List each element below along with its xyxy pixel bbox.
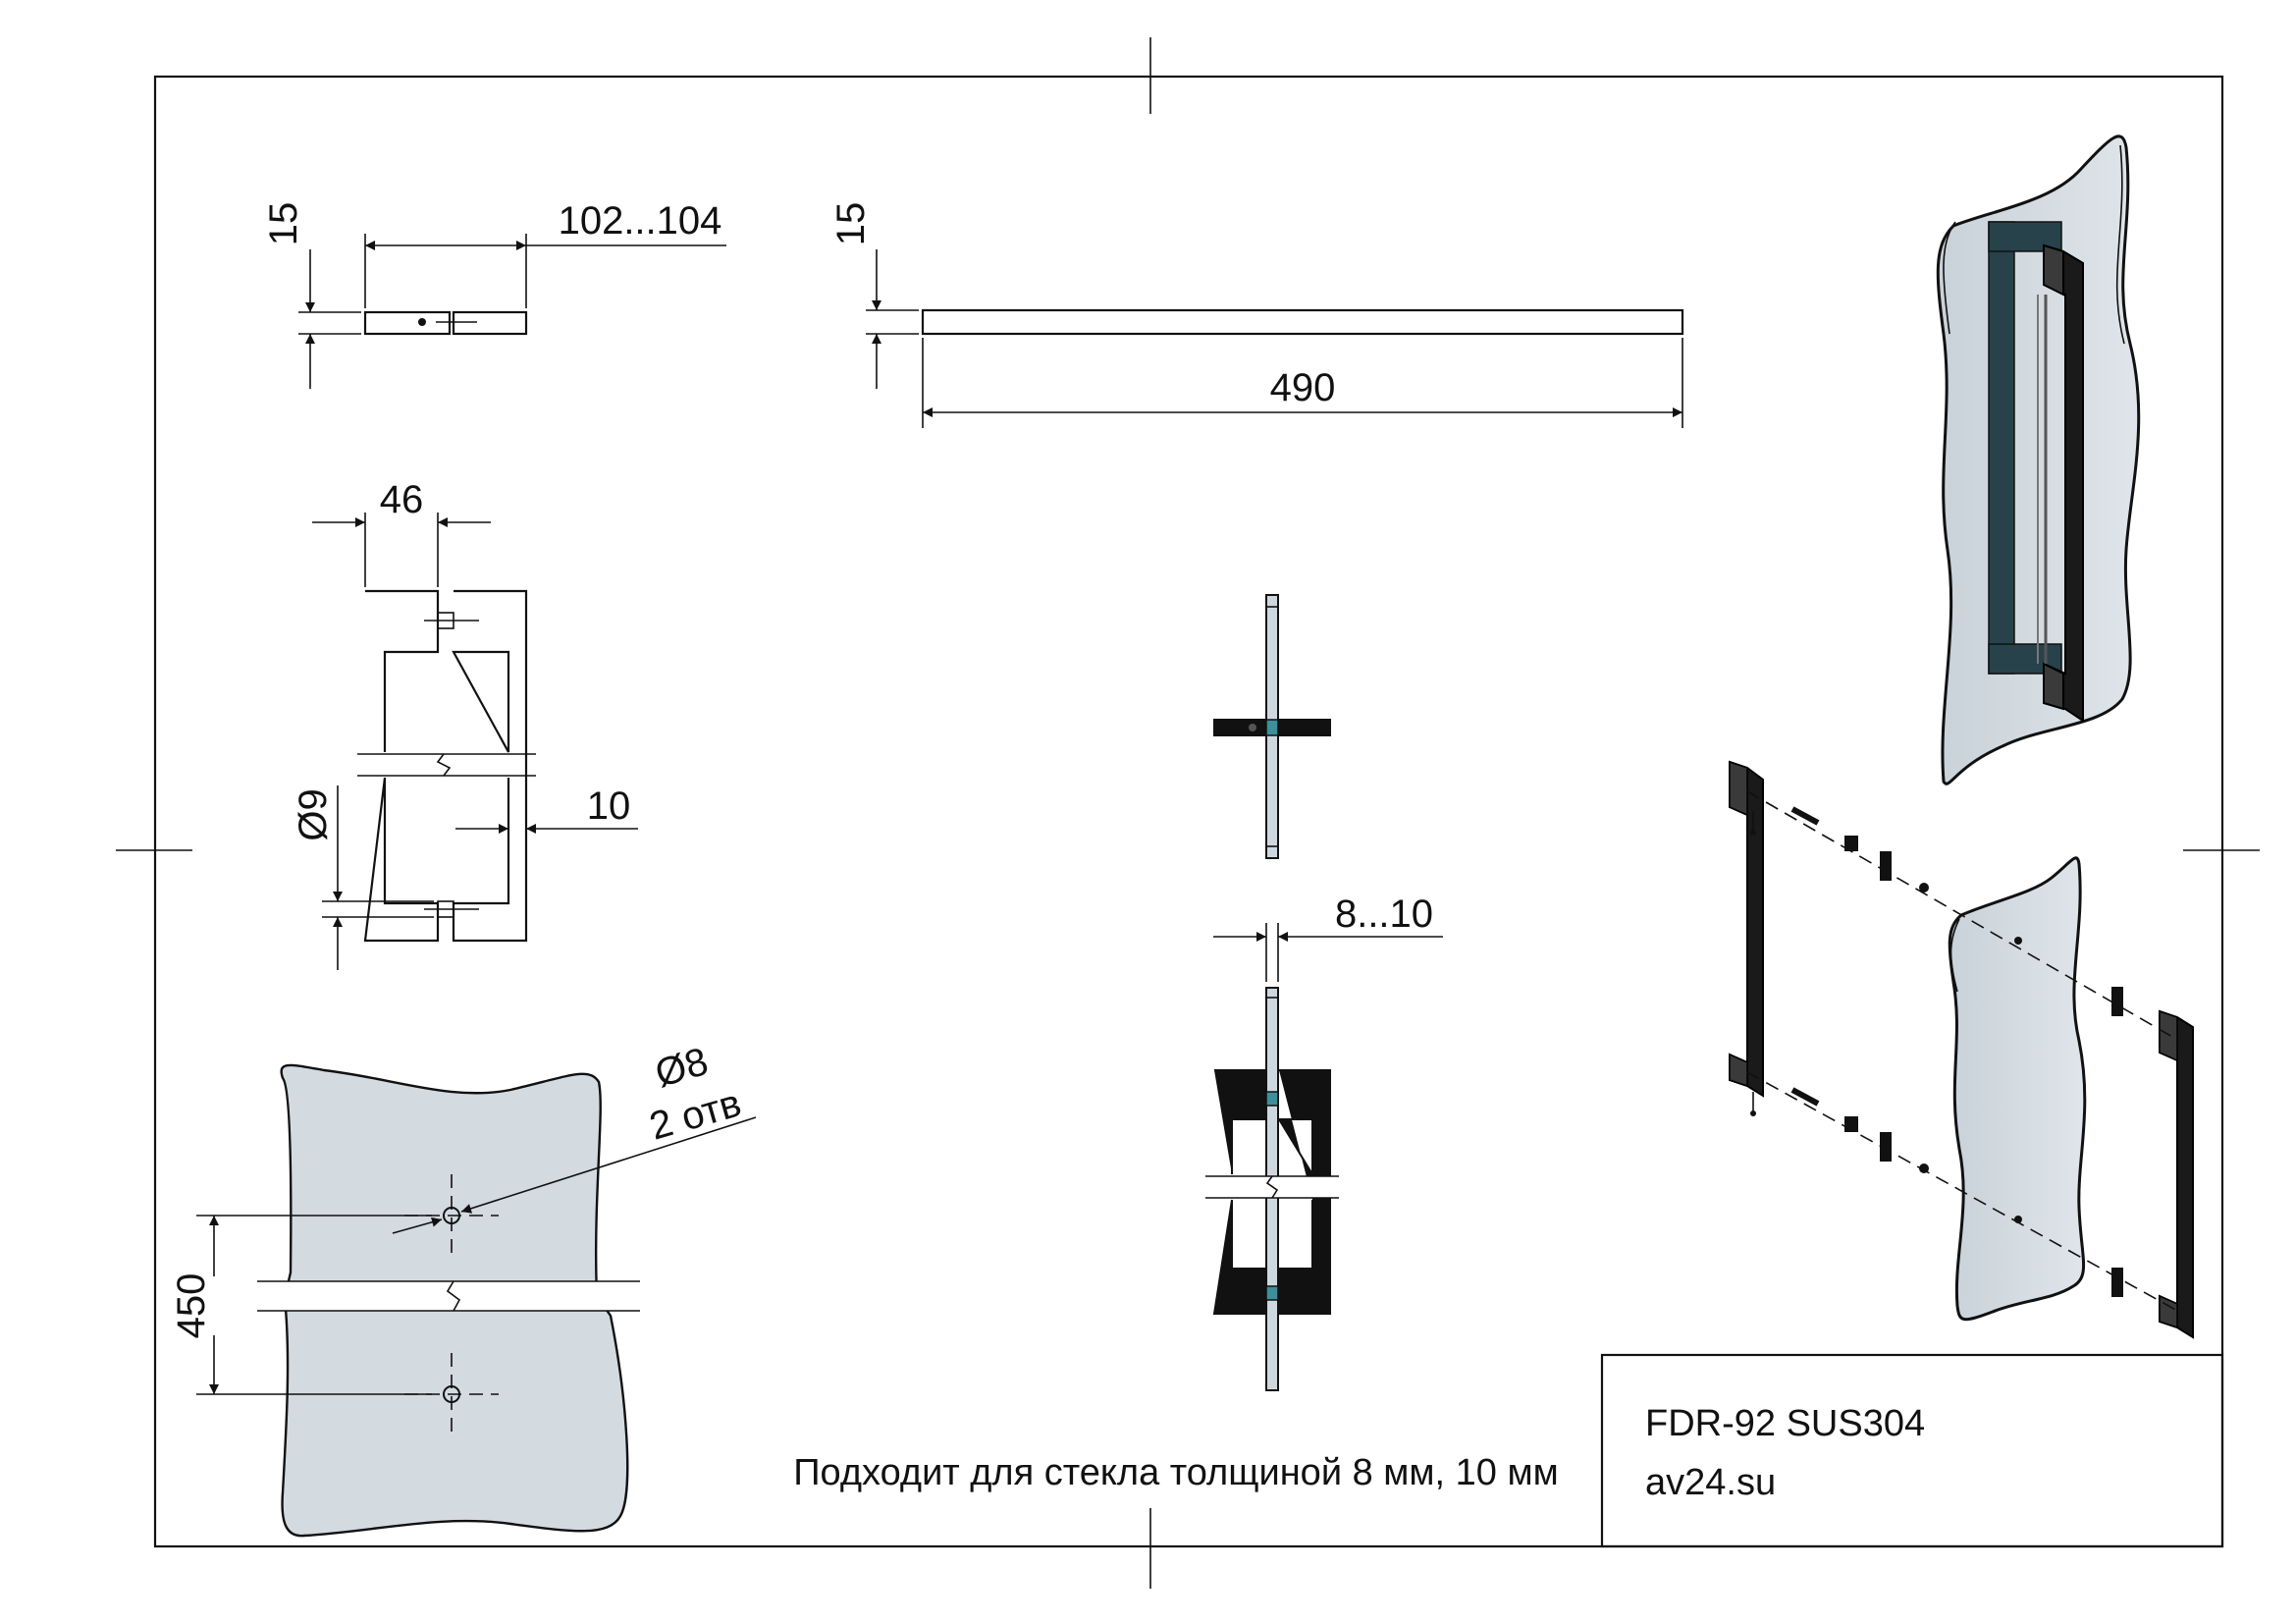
website: av24.su: [1645, 1462, 1776, 1503]
top-view-bar: [866, 249, 1684, 428]
dimension-leg: 10: [587, 784, 631, 828]
product-model: FDR-92 SUS304: [1645, 1403, 1925, 1444]
glass-panel: [196, 1063, 757, 1538]
dimension-width: 46: [380, 478, 424, 521]
dimension-top-projection: 102...104: [559, 199, 722, 243]
dimension-glass-thickness: 8...10: [1335, 893, 1433, 936]
dimension-glass-hole-diameter: Ø8: [651, 1040, 713, 1096]
compatibility-note: Подходит для стекла толщиной 8 мм, 10 мм: [793, 1452, 1559, 1493]
side-view-cross: [1213, 594, 1331, 859]
side-view-handles: [1205, 923, 1443, 1391]
iso-exploded-view: [1729, 760, 2194, 1339]
title-block: [1600, 1353, 2224, 1548]
dimension-glass-hole-count: 2 отв: [645, 1081, 746, 1148]
dimension-top-thickness: 15: [262, 202, 305, 246]
dimension-hole-diameter: Ø9: [292, 788, 335, 840]
iso-assembled-view: [1936, 135, 2141, 785]
front-view-handles: [312, 513, 638, 970]
top-view-short: [298, 234, 726, 389]
drawing-frame: [116, 37, 2260, 1589]
dimension-bar-thickness: 15: [829, 202, 873, 246]
dimension-hole-spacing: 450: [170, 1273, 213, 1339]
dimension-bar-length: 490: [1270, 366, 1336, 409]
